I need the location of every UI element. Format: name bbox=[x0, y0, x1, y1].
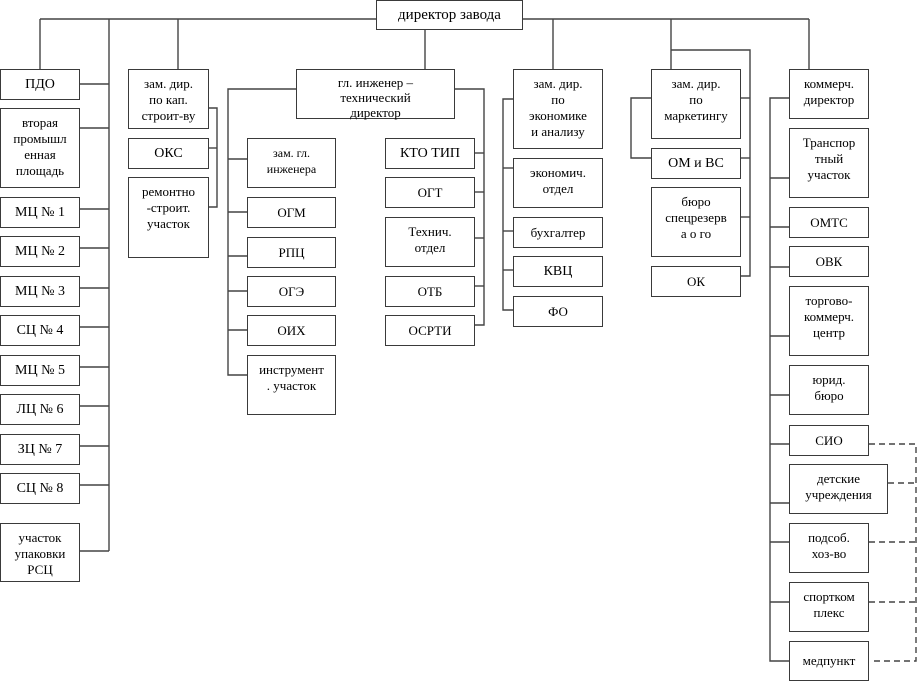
org-unit: ОСРТИ bbox=[385, 315, 475, 346]
org-unit: ОК bbox=[651, 266, 741, 297]
org-unit: СЦ № 4 bbox=[0, 315, 80, 346]
org-unit: бюро спецрезерв а о го bbox=[651, 187, 741, 257]
economics-spine bbox=[502, 98, 513, 311]
commercial-spine bbox=[769, 97, 789, 662]
org-unit: Транспор тный участок bbox=[789, 128, 869, 198]
org-unit: МЦ № 3 bbox=[0, 276, 80, 307]
org-unit: спортком плекс bbox=[789, 582, 869, 632]
org-unit: подсоб. хоз-во bbox=[789, 523, 869, 573]
org-unit: ОТБ bbox=[385, 276, 475, 307]
marketing-left-bracket bbox=[630, 97, 651, 159]
org-unit: КТО ТИП bbox=[385, 138, 475, 169]
dashed-link-spine bbox=[869, 443, 917, 662]
org-unit: вторая промышл енная площадь bbox=[0, 108, 80, 188]
org-unit-head: зам. дир. по маркетингу bbox=[651, 69, 741, 139]
org-unit: МЦ № 1 bbox=[0, 197, 80, 228]
org-unit: ОКС bbox=[128, 138, 209, 169]
org-unit: ЛЦ № 6 bbox=[0, 394, 80, 425]
org-unit: инструмент . участок bbox=[247, 355, 336, 415]
capital-bracket bbox=[208, 107, 218, 208]
org-unit: торгово- коммерч. центр bbox=[789, 286, 869, 356]
org-unit: ОМ и ВС bbox=[651, 148, 741, 179]
org-unit-head: зам. дир. по экономике и анализу bbox=[513, 69, 603, 149]
org-unit: ОИХ bbox=[247, 315, 336, 346]
chief-left-spine bbox=[227, 88, 296, 376]
org-unit: СИО bbox=[789, 425, 869, 456]
org-unit: ОВК bbox=[789, 246, 869, 277]
org-unit: ОГТ bbox=[385, 177, 475, 208]
org-unit-head: зам. дир. по кап. строит-ву bbox=[128, 69, 209, 129]
org-unit: бухгалтер bbox=[513, 217, 603, 248]
marketing-right-spine bbox=[671, 49, 751, 277]
chief-right-spine bbox=[454, 88, 485, 326]
org-unit: экономич. отдел bbox=[513, 158, 603, 208]
org-unit: ОМТС bbox=[789, 207, 869, 238]
org-unit: ФО bbox=[513, 296, 603, 327]
director-box: директор завода bbox=[376, 0, 523, 30]
org-unit: КВЦ bbox=[513, 256, 603, 287]
org-unit: зам. гл. инженера bbox=[247, 138, 336, 188]
org-unit: юрид. бюро bbox=[789, 365, 869, 415]
org-unit: детские учреждения bbox=[789, 464, 888, 514]
org-unit: ЗЦ № 7 bbox=[0, 434, 80, 465]
org-unit: Технич. отдел bbox=[385, 217, 475, 267]
org-unit: участок упаковки РСЦ bbox=[0, 523, 80, 582]
org-unit: СЦ № 8 bbox=[0, 473, 80, 504]
org-unit-head: коммерч. директор bbox=[789, 69, 869, 119]
org-unit: ремонтно -строит. участок bbox=[128, 177, 209, 258]
org-unit: МЦ № 2 bbox=[0, 236, 80, 267]
org-unit: медпункт bbox=[789, 641, 869, 681]
org-unit-head: гл. инженер – технический директор bbox=[296, 69, 455, 120]
org-unit: ОГЭ bbox=[247, 276, 336, 307]
org-unit: РПЦ bbox=[247, 237, 336, 268]
org-unit: ПДО bbox=[0, 69, 80, 100]
org-unit: МЦ № 5 bbox=[0, 355, 80, 386]
org-unit: ОГМ bbox=[247, 197, 336, 228]
